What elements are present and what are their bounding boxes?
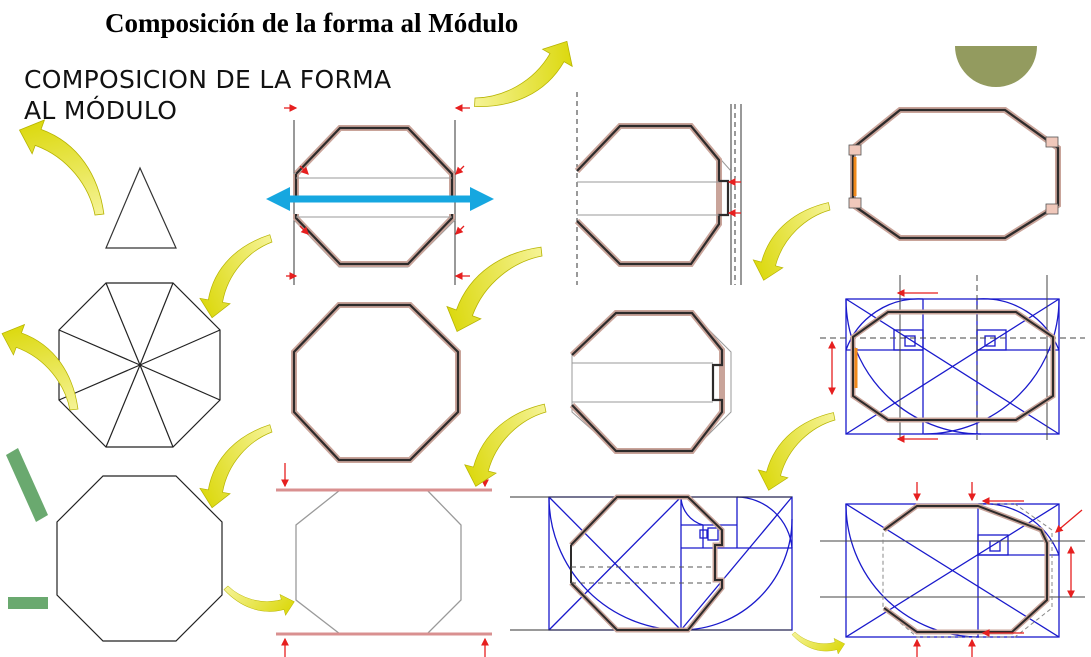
golden-grid-1 [510,494,793,633]
column-1 [56,166,223,642]
accent-diagonal-bar [6,448,48,522]
page-title: Composición de la forma al Módulo [105,8,519,38]
curved-arrow-icon [791,631,846,655]
octagon-module-lines [276,463,492,657]
octagon-divided [58,282,221,448]
octagon-walled [291,302,461,463]
triangle-shape [105,166,177,249]
diagram-heading-line-1: COMPOSICION DE LA FORMA [24,65,392,94]
curved-arrow-icon [18,119,105,216]
golden-grid-3 [820,482,1085,657]
curved-arrow-icon [199,234,273,319]
column-2 [266,104,494,657]
curved-arrow-icon [752,202,831,281]
curved-arrow-icon [757,412,836,491]
curved-arrow-icon [199,424,273,509]
octagon-cut [266,104,494,285]
accent-circle [955,46,1037,87]
octagon-plain [56,475,223,642]
curved-arrow-icon [223,585,295,616]
curved-arrow-icon [474,40,573,107]
column-4 [820,107,1085,657]
octagon-extended [574,92,742,285]
column-3 [510,92,793,633]
curved-arrow-icon [1,323,79,411]
golden-grid-2 [820,275,1085,443]
accent-horizontal-bar [8,597,48,609]
curved-arrow-icon [446,246,543,333]
curved-arrow-icon [464,403,547,487]
final-module-plan [848,107,1061,241]
diagram-heading: COMPOSICION DE LA FORMA AL MÓDULO [24,64,391,126]
curved-arrows [1,40,846,655]
diagram-heading-line-2: AL MÓDULO [24,96,178,125]
octagon-shifted [569,310,732,454]
